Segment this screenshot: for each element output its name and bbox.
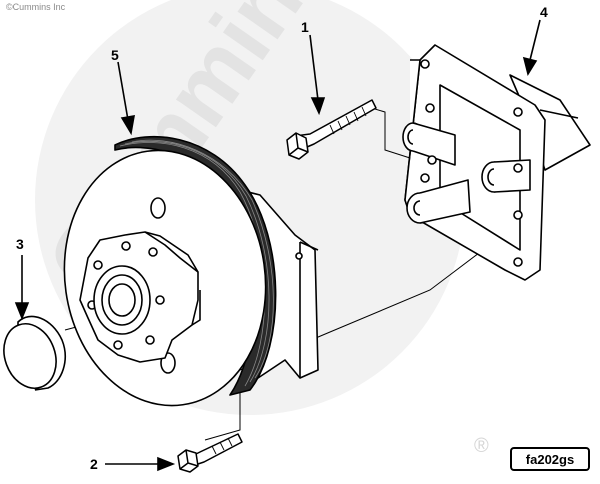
copyright-notice: ©Cummins Inc [6, 2, 66, 12]
svg-text:®: ® [474, 435, 489, 457]
callout-1: 1 [301, 19, 309, 35]
callout-2: 2 [90, 456, 98, 472]
callout-3: 3 [16, 236, 24, 252]
mounting-bracket [402, 44, 591, 281]
cap [3, 315, 66, 391]
callout-arrows [14, 19, 541, 472]
registered-mark-icon: ® [474, 435, 489, 457]
callout-4: 4 [540, 4, 548, 20]
figure-id-label: fa202gs [510, 447, 590, 471]
callout-5: 5 [111, 47, 119, 63]
bolt-lower [177, 433, 243, 473]
pulley-assembly [63, 135, 319, 407]
bolt-upper [286, 99, 377, 160]
